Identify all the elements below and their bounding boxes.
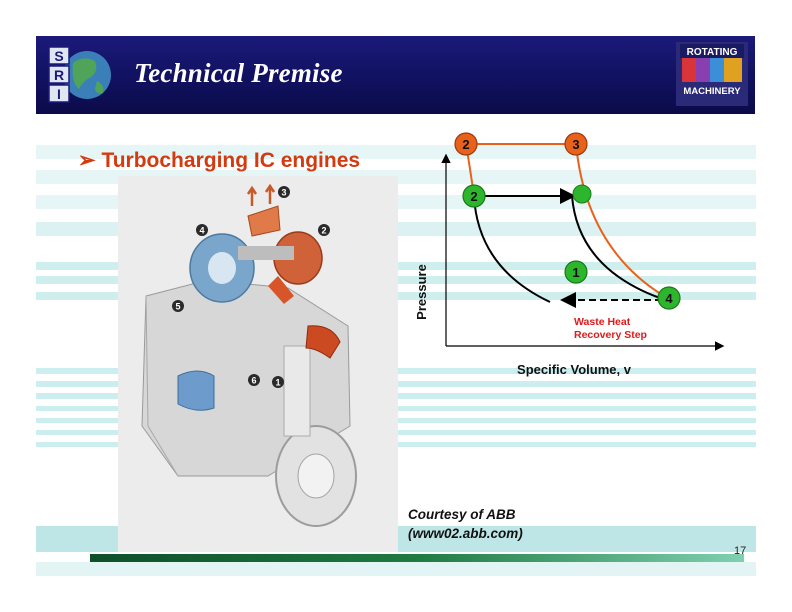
callout-marker [272,376,284,388]
logo-letter: S [54,48,63,64]
state-label: 4 [665,291,673,306]
footer-bar [90,554,744,562]
callout-marker [248,374,260,386]
orange-cycle-path [466,143,665,297]
callout-label: 6 [251,376,256,386]
callout-label: 3 [281,188,286,198]
state-label: 2 [462,137,469,152]
turbocharger-engine-diagram: 1 2 3 4 5 6 [118,176,398,552]
state-marker [564,260,588,284]
annotation-line: Waste Heat [574,316,631,328]
bullet-point: ➢ Turbocharging IC engines [78,148,360,173]
pv-diagram: 2 3 2 1 4 Waste Heat Recovery Step Press… [414,132,725,377]
bullet-marker: ➢ [78,149,96,172]
callout-marker [318,224,330,236]
image-credit: Courtesy of ABB (www02.abb.com) [408,505,523,543]
page-number: 17 [734,545,747,557]
state-label: 3 [572,137,579,152]
logo-text: ROTATING [687,47,738,58]
compression-curve [473,195,551,303]
rotating-machinery-logo: ROTATING MACHINERY [676,42,748,106]
logo-letter: I [57,86,61,102]
y-axis-label: Pressure [414,264,429,320]
state-marker [572,184,592,204]
slide-title: Technical Premise [134,58,343,88]
bullet-text: Turbocharging IC engines [101,149,361,172]
callout-label: 5 [175,302,180,312]
x-axis-label: Specific Volume, v [517,362,632,377]
callout-marker [196,224,208,236]
callout-marker [278,186,290,198]
state-marker [462,184,486,208]
credit-line: Courtesy of ABB [408,507,516,522]
state-marker [454,132,478,156]
state-marker [657,286,681,310]
logo-letter: R [54,67,64,83]
state-label: 1 [572,265,579,280]
sri-logo: S R I [48,46,111,103]
stripe [36,562,756,576]
annotation-line: Recovery Step [574,329,647,341]
callout-label: 4 [199,226,204,236]
logo-text: MACHINERY [683,86,741,97]
state-label: 2 [470,189,477,204]
expansion-curve [571,195,661,299]
callout-marker [172,300,184,312]
state-marker [564,132,588,156]
callout-label: 2 [321,226,326,236]
callout-label: 1 [275,378,280,388]
title-banner [36,36,755,114]
credit-line: (www02.abb.com) [408,526,523,541]
